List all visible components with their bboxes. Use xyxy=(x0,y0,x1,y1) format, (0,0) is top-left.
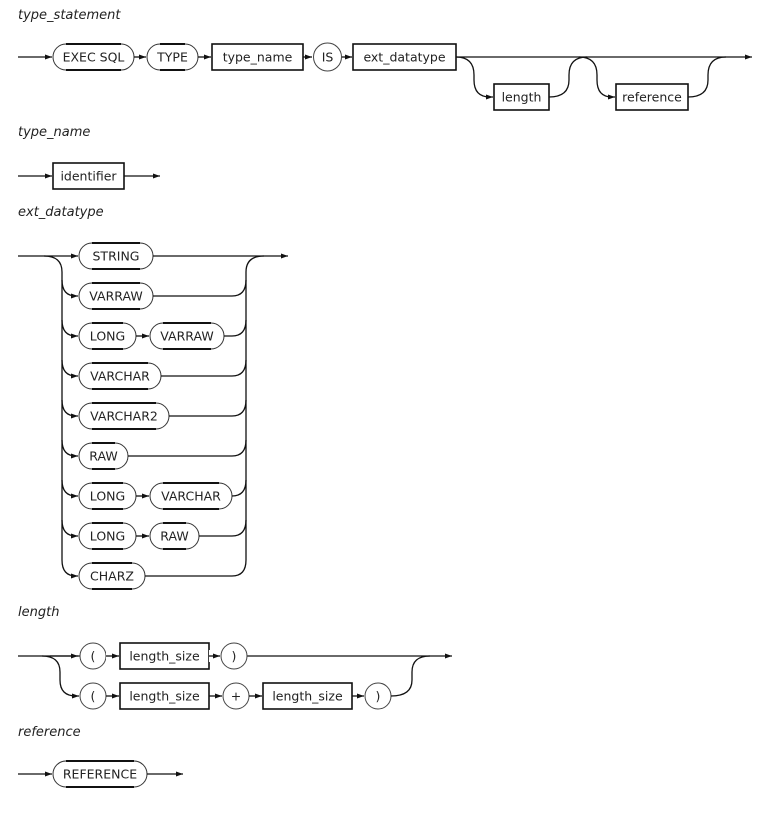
nonterminal-length[interactable]: length xyxy=(493,83,550,111)
rule-title-reference: reference xyxy=(18,725,81,740)
svg-text:length_size: length_size xyxy=(129,649,200,664)
nonterminal-ext-datatype[interactable]: ext_datatype xyxy=(352,43,457,71)
terminal-varchar: VARCHAR xyxy=(78,362,162,390)
terminal-varchar2: VARCHAR2 xyxy=(78,402,170,430)
terminal-string: STRING xyxy=(78,242,154,270)
svg-text:VARRAW: VARRAW xyxy=(89,289,142,304)
svg-text:TYPE: TYPE xyxy=(156,50,188,65)
svg-text:LONG: LONG xyxy=(90,329,125,344)
terminal-open-paren-2: ( xyxy=(79,682,107,710)
rule-title-length: length xyxy=(18,605,59,620)
terminal-close-paren: ) xyxy=(220,642,248,670)
svg-text:identifier: identifier xyxy=(60,169,117,184)
nonterminal-reference[interactable]: reference xyxy=(615,83,689,111)
svg-text:VARCHAR2: VARCHAR2 xyxy=(90,409,158,424)
terminal-close-paren-2: ) xyxy=(364,682,392,710)
ext-datatype-diagram: STRING VARRAW LONG VARRAW VARCHAR VARCHAR2RAW… xyxy=(18,242,288,590)
svg-text:): ) xyxy=(376,689,381,704)
type-statement-diagram: EXEC SQL TYPE type_name IS ext_datatype xyxy=(18,42,752,111)
rule-title-type-name: type_name xyxy=(18,125,90,140)
length-diagram: ( length_size ) ( length_size + xyxy=(18,642,452,710)
svg-text:STRING: STRING xyxy=(93,249,140,264)
svg-text:RAW: RAW xyxy=(160,529,188,544)
terminal-charz: CHARZ xyxy=(78,562,146,590)
terminal-long: LONG xyxy=(78,322,137,350)
svg-text:RAW: RAW xyxy=(89,449,117,464)
terminal-type: TYPE xyxy=(146,43,199,71)
type-name-diagram: identifier xyxy=(18,162,160,190)
terminal-long: LONG xyxy=(78,522,137,550)
nonterminal-identifier[interactable]: identifier xyxy=(52,162,125,190)
terminal-raw: RAW xyxy=(78,442,129,470)
svg-text:LONG: LONG xyxy=(90,529,125,544)
svg-text:IS: IS xyxy=(322,50,334,65)
svg-text:VARCHAR: VARCHAR xyxy=(161,489,221,504)
terminal-open-paren: ( xyxy=(79,642,107,670)
svg-text:length_size: length_size xyxy=(272,689,343,704)
rule-title-ext-datatype: ext_datatype xyxy=(18,205,104,220)
svg-text:type_name: type_name xyxy=(223,50,293,65)
svg-text:VARCHAR: VARCHAR xyxy=(90,369,150,384)
terminal-long: LONG xyxy=(78,482,137,510)
nonterminal-length-size[interactable]: length_size xyxy=(119,642,210,670)
svg-text:VARRAW: VARRAW xyxy=(160,329,213,344)
svg-text:(: ( xyxy=(91,649,96,664)
terminal-exec-sql: EXEC SQL xyxy=(52,43,135,71)
nonterminal-length-size-3[interactable]: length_size xyxy=(262,682,353,710)
svg-text:length: length xyxy=(502,90,542,105)
terminal-raw: RAW xyxy=(149,522,200,550)
svg-text:CHARZ: CHARZ xyxy=(90,569,134,584)
nonterminal-type-name[interactable]: type_name xyxy=(211,43,304,71)
svg-text:+: + xyxy=(231,689,241,704)
reference-diagram: REFERENCE xyxy=(18,760,183,788)
terminal-reference: REFERENCE xyxy=(52,760,148,788)
svg-text:ext_datatype: ext_datatype xyxy=(363,50,445,65)
terminal-plus: + xyxy=(222,682,250,710)
svg-text:length_size: length_size xyxy=(129,689,200,704)
terminal-varraw: VARRAW xyxy=(78,282,154,310)
terminal-is: IS xyxy=(313,42,342,72)
svg-text:LONG: LONG xyxy=(90,489,125,504)
svg-text:): ) xyxy=(232,649,237,664)
rule-title-type-statement: type_statement xyxy=(18,8,121,23)
svg-text:REFERENCE: REFERENCE xyxy=(63,767,137,782)
svg-text:EXEC SQL: EXEC SQL xyxy=(63,50,125,65)
terminal-varchar: VARCHAR xyxy=(149,482,233,510)
svg-text:reference: reference xyxy=(622,90,682,105)
nonterminal-length-size-2[interactable]: length_size xyxy=(119,682,210,710)
terminal-varraw: VARRAW xyxy=(149,322,225,350)
svg-text:(: ( xyxy=(91,689,96,704)
